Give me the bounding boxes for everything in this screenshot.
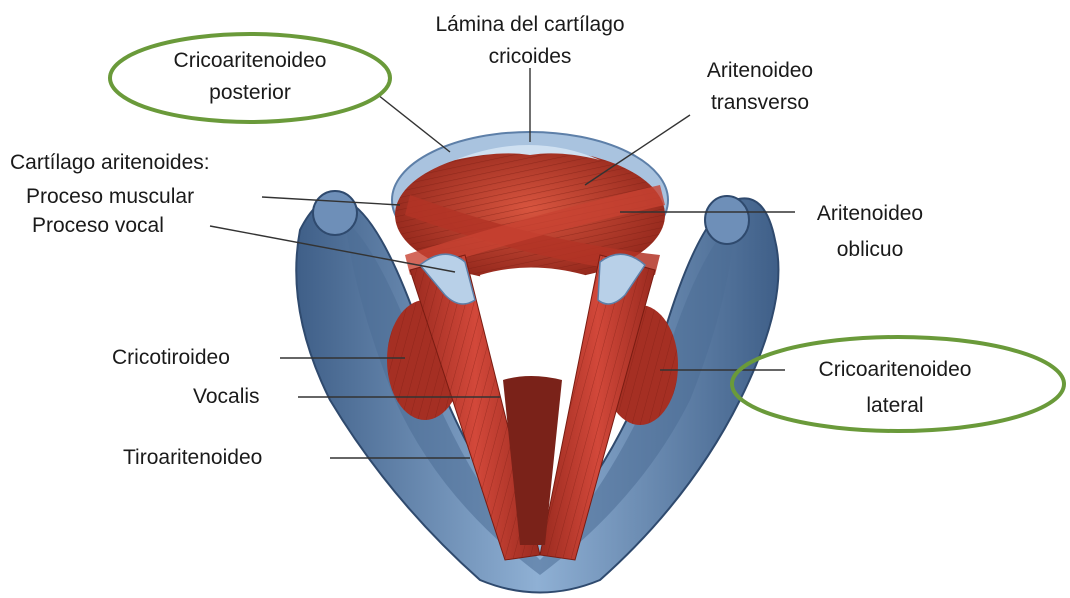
label-cricoaritenoideo-posterior-line2: posterior [160,80,340,106]
rima-glottidis [480,268,585,381]
label-vocalis: Vocalis [193,384,260,410]
label-lamina-line2: cricoides [410,44,650,70]
label-cricoaritenoideo-lateral-line1: Cricoaritenoideo [780,357,1010,383]
label-aritenoideo-oblicuo-line2: oblicuo [790,237,950,263]
superior-horn-left [313,191,357,235]
label-cartilago-aritenoides: Cartílago aritenoides: [10,150,210,176]
superior-horn-right [705,196,749,244]
label-aritenoideo-oblicuo-line1: Aritenoideo [790,201,950,227]
label-cricoaritenoideo-posterior-line1: Cricoaritenoideo [160,48,340,74]
label-cricotiroideo: Cricotiroideo [112,345,230,371]
label-proceso-vocal: Proceso vocal [32,213,164,239]
label-cricoaritenoideo-lateral-line2: lateral [780,393,1010,419]
label-aritenoideo-transverso-line2: transverso [680,90,840,116]
label-proceso-muscular: Proceso muscular [26,184,194,210]
label-aritenoideo-transverso-line1: Aritenoideo [680,58,840,84]
label-lamina-line1: Lámina del cartílago [410,12,650,38]
label-tiroaritenoideo: Tiroaritenoideo [123,445,262,471]
leader-posterior [378,95,450,152]
